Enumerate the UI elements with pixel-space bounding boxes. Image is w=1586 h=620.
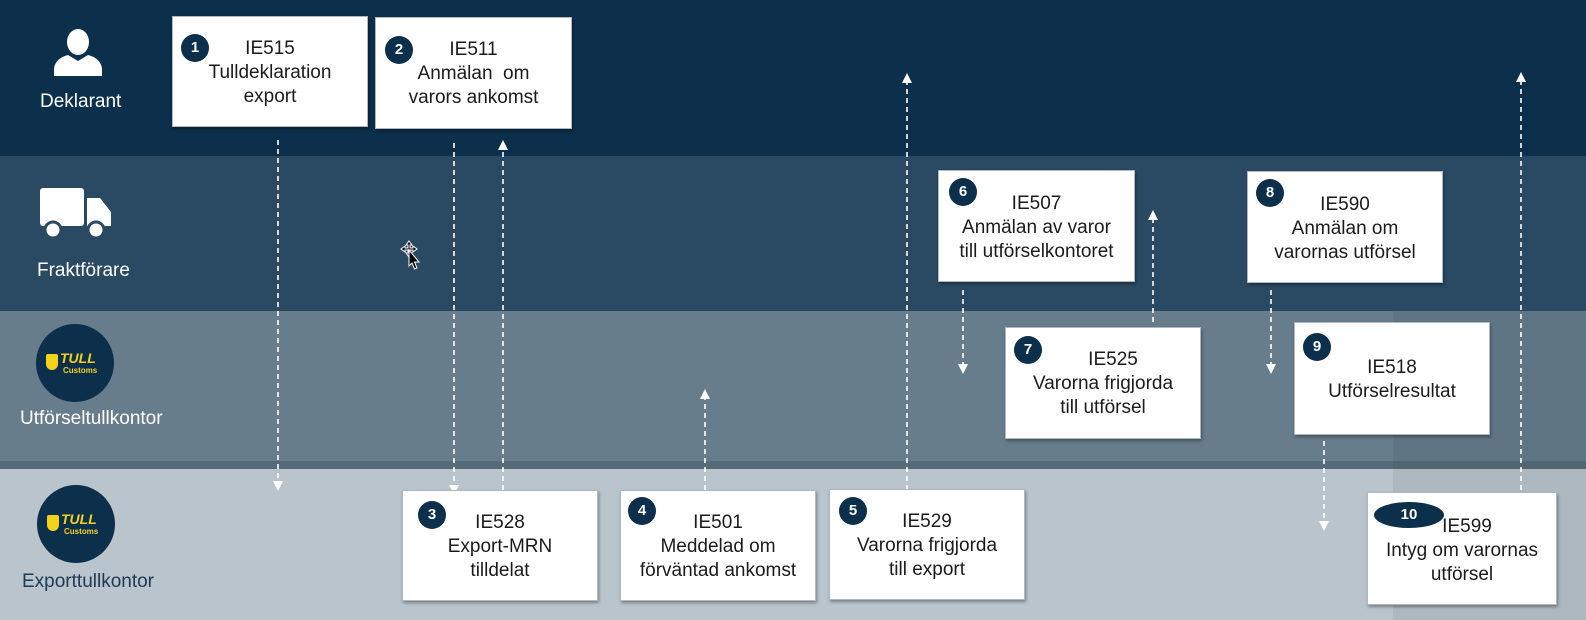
step-badge: 8 [1256,179,1284,207]
message-text: Anmälan om [1291,218,1399,239]
step-badge: 2 [385,36,413,64]
message-box-ie525: 7 IE525 Varorna frigjorda till utförsel [1005,327,1201,439]
message-text: till export [888,559,966,580]
message-text: Tulldeklaration [208,62,332,83]
message-text: Varorna frigjorda [856,535,998,556]
message-code: IE511 [449,39,498,60]
message-box-ie515: 1 IE515 Tulldeklaration export [172,16,368,127]
message-box-ie590: 8 IE590 Anmälan om varornas utförsel [1247,171,1443,283]
message-text: Meddelad om [660,536,776,557]
step-badge: 6 [949,178,977,206]
message-code: IE590 [1320,194,1370,215]
message-code: IE528 [475,512,525,533]
message-box-ie511: 2 IE511 Anmälan om varors ankomst [375,17,572,129]
lane-label-deklarant: Deklarant [40,91,122,112]
tull-customs-logo: TULL Customs [36,324,114,402]
step-badge: 7 [1014,336,1042,364]
message-text: varors ankomst [408,87,539,108]
message-box-ie529: 5 IE529 Varorna frigjorda till export [829,489,1025,600]
lane-label-fraktforare: Fraktförare [37,260,130,281]
message-code: IE529 [902,511,952,532]
message-text: Intyg om varornas [1385,540,1539,561]
message-code: IE515 [245,38,295,59]
message-text: utförsel [1430,564,1494,585]
tull-customs-logo: TULL Customs [37,485,115,563]
message-box-ie507: 6 IE507 Anmälan av varor till utförselko… [938,170,1135,282]
message-text: Export-MRN [447,536,553,557]
step-badge: 5 [839,497,867,525]
lane-divider [0,461,1586,469]
logo-customs-text: Customs [63,366,98,375]
logo-tull-text: TULL [61,511,97,527]
message-code: IE507 [1011,193,1062,214]
step-badge: 3 [418,501,446,529]
step-badge: 4 [628,497,656,525]
lane-label-utforseltullkontor: Utförseltullkontor [20,408,163,429]
message-text: Anmälan av varor [962,217,1111,238]
message-text: Anmälan om [417,63,530,84]
step-badge: 1 [181,34,209,62]
message-box-ie599: 10 IE599 Intyg om varornas utförsel [1367,492,1557,605]
message-text: export [243,86,297,107]
message-code: IE518 [1367,357,1417,378]
message-code: IE525 [1088,349,1138,370]
truck-icon [40,188,111,240]
message-code: IE501 [693,512,743,533]
step-badge: 10 [1374,502,1444,528]
message-text: tilldelat [470,560,530,581]
message-text: till utförsel [1060,397,1146,418]
crown-icon [47,515,59,531]
message-code: IE599 [1442,516,1492,537]
step-badge: 9 [1303,333,1331,361]
lane-label-exporttullkontor: Exporttullkontor [22,571,155,592]
message-text: varornas utförsel [1274,242,1416,263]
message-box-ie501: 4 IE501 Meddelad om förväntad ankomst [620,490,816,601]
message-text: förväntad ankomst [639,560,797,581]
crown-icon [46,354,58,370]
message-text: Varorna frigjorda [1032,373,1174,394]
person-icon [54,29,102,76]
message-text: till utförselkontoret [959,241,1114,262]
logo-customs-text: Customs [64,527,99,536]
logo-tull-text: TULL [60,350,96,366]
message-box-ie528: 3 IE528 Export-MRN tilldelat [402,490,598,601]
message-box-ie518: 9 IE518 Utförselresultat [1294,322,1490,435]
move-cursor-icon [400,240,421,270]
message-text: Utförselresultat [1328,381,1456,402]
